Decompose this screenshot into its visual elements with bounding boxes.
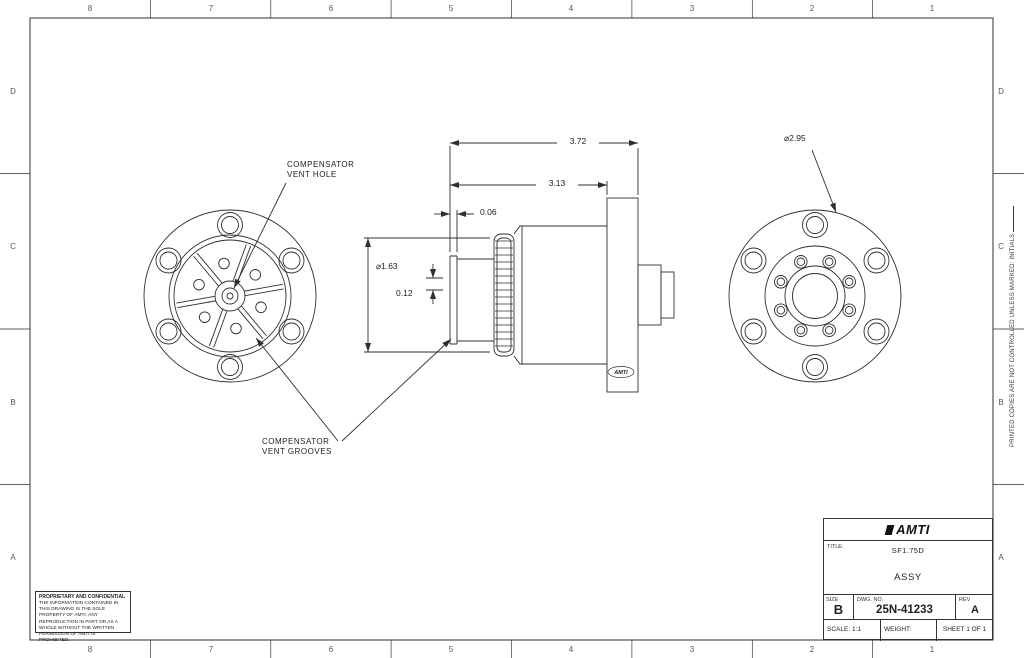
scale-weight-sheet-row: SCALE: 1:1 WEIGHT: SHEET 1 OF 1 [824,620,992,641]
vent-grooves-line1: COMPENSATOR [262,437,330,446]
vent-grooves-line2: VENT GROOVES [262,447,332,457]
front-view [143,209,317,383]
proprietary-note: PROPRIETARY AND CONFIDENTIAL THE INFORMA… [35,591,131,643]
vent-grooves-callout: COMPENSATOR VENT GROOVES [262,437,332,458]
title-label: TITLE: [827,544,844,550]
printed-copies-text: PRINTED COPIES ARE NOT CONTROLLED UNLESS… [1010,233,1016,447]
zone-col-top-3: 3 [689,4,695,13]
zone-col-bot-8: 8 [87,645,93,654]
vent-hole-line2: VENT HOLE [287,170,337,180]
zone-col-bot-2: 2 [809,645,815,654]
back-screw-holes [774,255,856,337]
zone-col-top-5: 5 [448,4,454,13]
zone-row-right-a: A [998,553,1004,562]
compensator-vent-hole [214,280,246,312]
vent-hole-callout: COMPENSATOR VENT HOLE [287,160,354,181]
rev-cell: REV A [956,595,994,619]
zone-row-left-b: B [10,398,16,407]
title-block: AMTI TITLE: SF1.75D ASSY SIZE B DWG. NO.… [823,518,993,641]
amti-logo-mark-icon [884,524,895,535]
zone-row-left-c: C [10,242,16,251]
size-cell: SIZE B [824,595,854,619]
zone-row-left-a: A [10,553,16,562]
zone-col-top-1: 1 [929,4,935,13]
scale-cell: SCALE: 1:1 [824,620,881,641]
dwg-no-value: 25N-41233 [876,604,933,616]
zone-col-top-8: 8 [87,4,93,13]
weight-cell: WEIGHT: [881,620,937,641]
dim-flange-diameter: ⌀2.95 [782,133,808,144]
zone-col-top-2: 2 [809,4,815,13]
sheet-cell: SHEET 1 OF 1 [937,620,992,641]
leader-lines [233,149,837,442]
dim-cap-gap: 0.06 [478,207,499,217]
zone-col-top-4: 4 [568,4,574,13]
amti-logo: AMTI [824,519,992,541]
dim-body-length: 3.13 [536,178,578,188]
back-view [728,209,902,383]
zone-col-bot-4: 4 [568,645,574,654]
scale-value: 1:1 [851,626,861,633]
side-view: AMTI [449,197,675,393]
dwg-no-cell: DWG. NO. 25N-41233 [854,595,956,619]
compensator-vent-grooves [176,244,284,348]
dim-overall-length: 3.72 [557,136,599,146]
zone-col-top-6: 6 [328,4,334,13]
sheet-label: SHEET 1 OF 1 [942,626,987,633]
dimension-linework [364,140,639,353]
zone-col-bot-6: 6 [328,645,334,654]
size-label: SIZE [826,597,839,603]
size-value: B [833,602,844,617]
scale-label: SCALE: [827,626,851,633]
zone-row-left-d: D [10,87,16,96]
back-bolt-holes [740,212,890,380]
dim-body-diameter: ⌀1.63 [374,261,400,272]
zone-row-right-b: B [998,398,1004,407]
zone-col-bot-1: 1 [929,645,935,654]
dwg-no-label: DWG. NO. [857,597,884,603]
zone-col-bot-3: 3 [689,645,695,654]
zone-row-right-d: D [998,87,1004,96]
zone-col-bot-5: 5 [448,645,454,654]
part-logo-text: AMTI [613,370,628,376]
proprietary-heading: PROPRIETARY AND CONFIDENTIAL [39,594,126,600]
weight-label: WEIGHT: [884,626,912,633]
rev-label: REV [959,597,971,603]
amti-logo-text: AMTI [896,522,930,537]
title-cell: TITLE: SF1.75D ASSY [824,541,992,595]
title-value: SF1.75D [891,546,925,555]
printed-copies-note: PRINTED COPIES ARE NOT CONTROLLED UNLESS… [1007,205,1016,447]
proprietary-body: THE INFORMATION CONTAINED IN THIS DRAWIN… [39,601,119,644]
front-small-holes [193,257,267,335]
size-dwg-rev-row: SIZE B DWG. NO. 25N-41233 REV A [824,595,992,620]
zone-col-top-7: 7 [208,4,214,13]
rev-value: A [971,604,979,616]
zone-col-bot-7: 7 [208,645,214,654]
front-bolt-holes [155,212,305,380]
subtitle-assy: ASSY [894,572,922,583]
dim-step: 0.12 [394,288,415,298]
vent-hole-line1: COMPENSATOR [287,160,355,169]
zone-row-right-c: C [998,242,1004,251]
initials-blank-line [1007,205,1014,232]
